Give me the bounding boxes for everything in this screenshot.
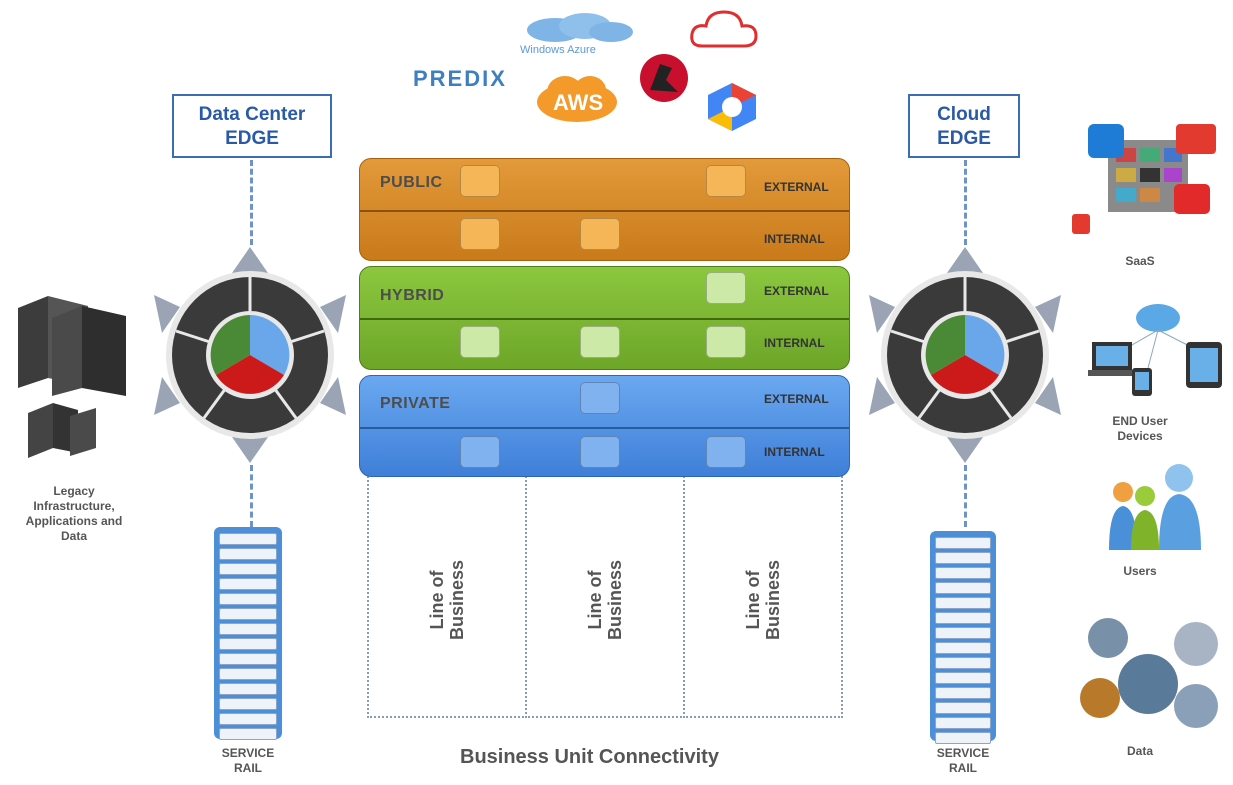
right-service-rail-label: SERVICE RAIL [920, 746, 1006, 776]
public-ext-node-2 [706, 165, 746, 197]
aws-cloud-icon [535, 72, 620, 124]
lob-label-1-line2: Business [447, 559, 467, 640]
left-service-rail [214, 527, 282, 740]
right-service-rail-line1: SERVICE [936, 746, 990, 760]
data-center-edge-box: Data Center EDGE [172, 94, 332, 158]
hybrid-int-node-1 [460, 326, 500, 358]
lob-label-1-line1: Line of [427, 570, 447, 630]
legacy-line3: Applications and [25, 514, 123, 528]
azure-label: Windows Azure [520, 44, 596, 56]
cloud-edge-box: Cloud EDGE [908, 94, 1020, 158]
public-label: PUBLIC [380, 174, 443, 191]
users-label: Users [1123, 564, 1157, 578]
hybrid-int-node-3 [706, 326, 746, 358]
lob-label-1: Line of Business [427, 560, 467, 640]
lob-label-2-line2: Business [605, 559, 625, 640]
data-center-edge-line1: Data Center [198, 104, 306, 125]
private-int-node-3 [706, 436, 746, 468]
data-center-edge-wheel [150, 245, 350, 465]
left-service-rail-label: SERVICE RAIL [205, 746, 291, 776]
hybrid-label: HYBRID [380, 287, 445, 304]
predix-logo: PREDIX [413, 66, 507, 91]
public-internal-label: INTERNAL [764, 232, 825, 246]
private-external-label: EXTERNAL [764, 392, 829, 406]
aws-label: AWS [553, 90, 604, 115]
right-connector-top [964, 160, 967, 245]
saas-label: SaaS [1125, 254, 1155, 268]
legacy-line1: Legacy [53, 484, 95, 498]
data-collage-icon [1078, 614, 1223, 732]
google-cloud-icon [703, 80, 761, 134]
lob-label-3-line1: Line of [743, 570, 763, 630]
private-internal-label: INTERNAL [764, 445, 825, 459]
lob-label-3: Line of Business [743, 560, 783, 640]
users-icon [1105, 462, 1205, 554]
left-connector-top [250, 160, 253, 245]
data-center-edge-line2: EDGE [225, 128, 279, 149]
right-service-rail [930, 531, 996, 744]
rackspace-icon [636, 50, 692, 106]
end-user-label: END User Devices [1100, 414, 1180, 444]
private-ext-node-1 [580, 382, 620, 414]
left-connector-bottom [250, 465, 253, 527]
lob-label-2: Line of Business [585, 560, 625, 640]
hybrid-internal-label: INTERNAL [764, 336, 825, 350]
right-connector-bottom [964, 465, 967, 527]
saas-collage-icon [1068, 118, 1218, 246]
lob-label-2-line1: Line of [585, 570, 605, 630]
public-int-node-1 [460, 218, 500, 250]
hybrid-int-node-2 [580, 326, 620, 358]
public-ext-node-1 [460, 165, 500, 197]
oracle-cloud-icon [688, 6, 760, 54]
azure-cloud-icon [515, 10, 635, 50]
left-service-rail-line2: RAIL [234, 761, 262, 775]
private-int-node-2 [580, 436, 620, 468]
left-service-rail-line1: SERVICE [221, 746, 275, 760]
lob-label-3-line2: Business [763, 559, 783, 640]
legacy-line4: Data [60, 529, 87, 543]
cloud-edge-wheel [865, 245, 1065, 465]
end-user-devices-icon [1088, 298, 1228, 406]
server-rack-icon [8, 288, 138, 468]
hybrid-external-label: EXTERNAL [764, 284, 829, 298]
public-int-node-2 [580, 218, 620, 250]
private-label: PRIVATE [380, 395, 451, 412]
hybrid-ext-node-1 [706, 272, 746, 304]
end-user-line2: Devices [1117, 429, 1163, 443]
private-int-node-1 [460, 436, 500, 468]
legacy-label: Legacy Infrastructure, Applications and … [8, 484, 140, 544]
data-label: Data [1126, 744, 1153, 758]
end-user-line1: END User [1112, 414, 1168, 428]
cloud-edge-line1: Cloud [937, 104, 991, 125]
public-external-label: EXTERNAL [764, 180, 829, 194]
cloud-edge-line2: EDGE [937, 128, 991, 149]
legacy-line2: Infrastructure, [33, 499, 115, 513]
diagram-title: Business Unit Connectivity [460, 746, 719, 768]
right-service-rail-line2: RAIL [949, 761, 977, 775]
